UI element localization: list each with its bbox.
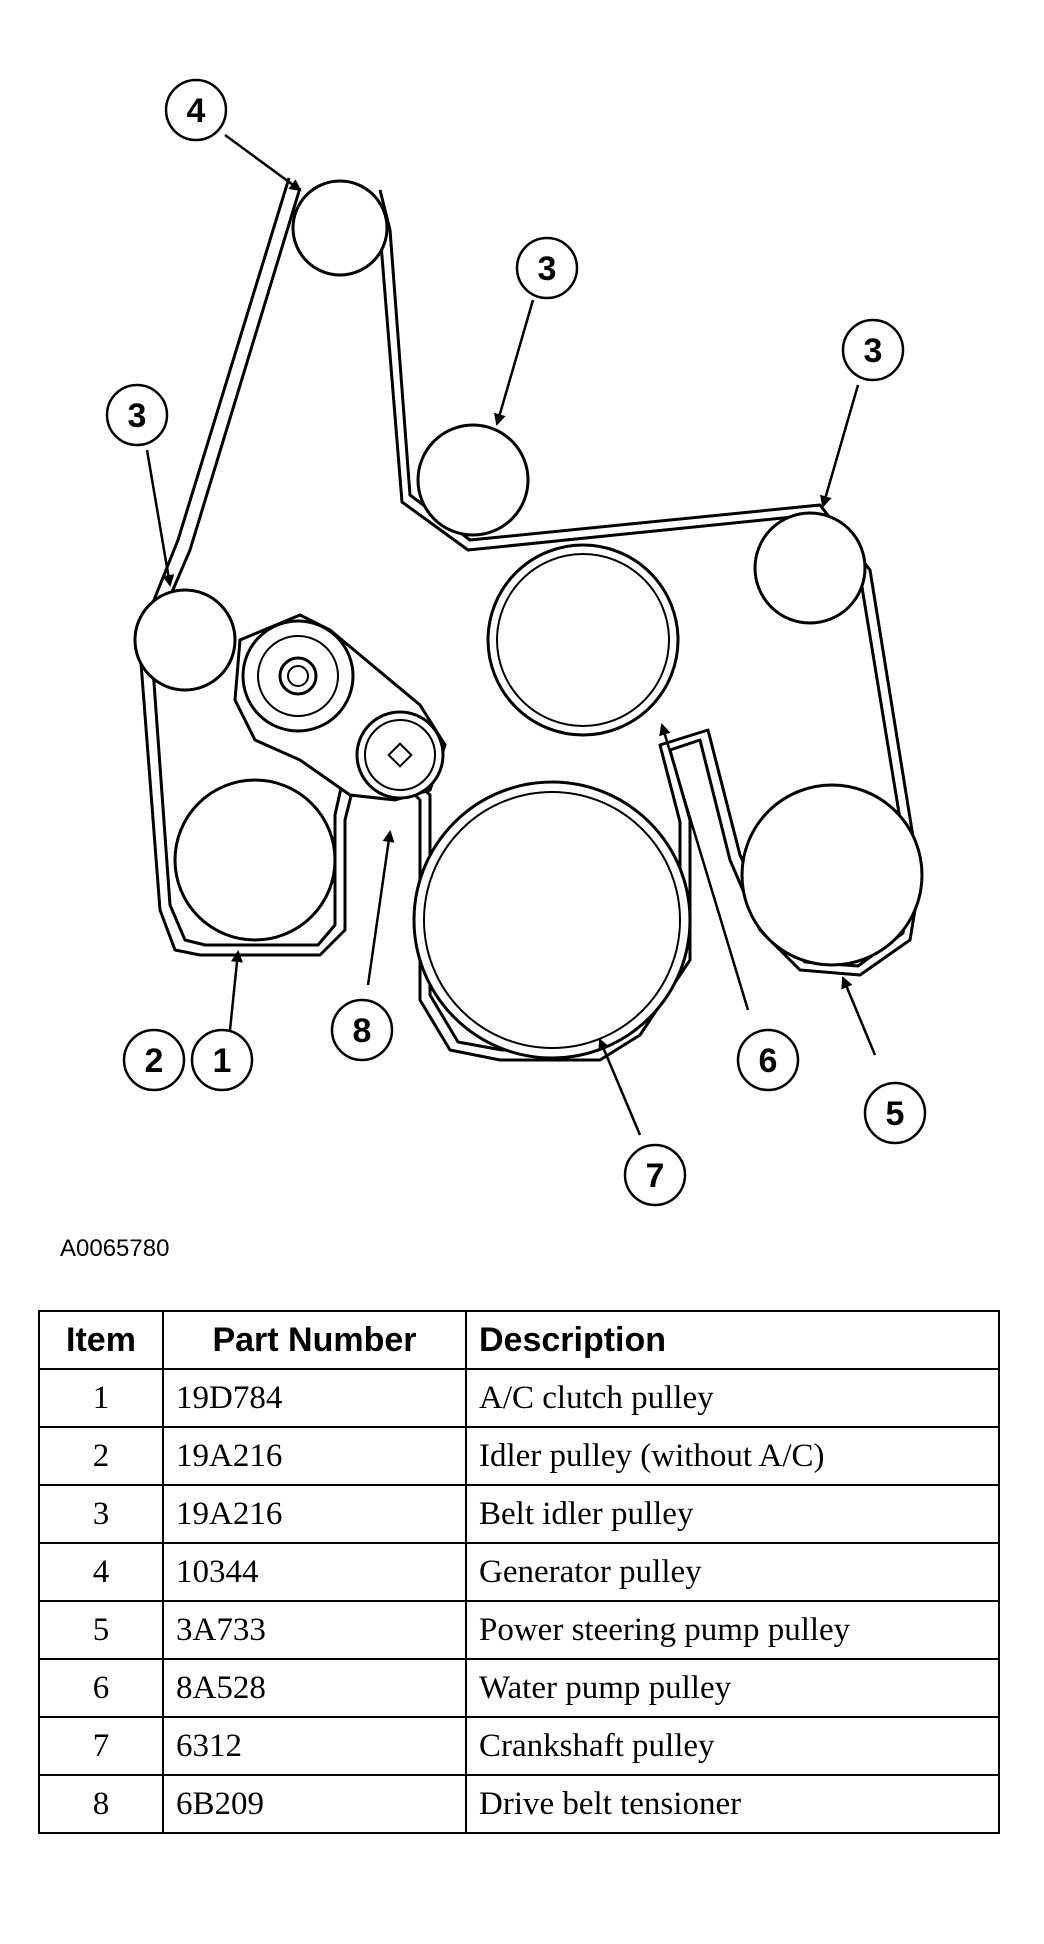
cell-item: 6 <box>38 1658 164 1718</box>
pulley-5-power-steering <box>740 783 924 967</box>
tensioner-8 <box>233 613 447 802</box>
callout-2: 2 <box>122 1028 186 1092</box>
svg-text:2: 2 <box>145 1042 164 1080</box>
svg-text:3: 3 <box>864 332 883 370</box>
cell-part-number: 19D784 <box>162 1368 467 1428</box>
svg-text:3: 3 <box>538 250 557 288</box>
cell-item: 5 <box>38 1600 164 1660</box>
callout-3-right: 3 <box>841 318 905 382</box>
cell-part-number: 8A528 <box>162 1658 467 1718</box>
cell-item: 7 <box>38 1716 164 1776</box>
cell-description: Idler pulley (without A/C) <box>465 1426 1000 1486</box>
cell-item: 3 <box>38 1484 164 1544</box>
table-row: 3 19A216 Belt idler pulley <box>38 1484 1000 1544</box>
pulley-3-idler-right <box>753 511 867 625</box>
cell-item: 4 <box>38 1542 164 1602</box>
cell-part-number: 19A216 <box>162 1426 467 1486</box>
table-header-row: Item Part Number Description <box>38 1310 1000 1370</box>
cell-part-number: 10344 <box>162 1542 467 1602</box>
header-description: Description <box>465 1310 1000 1370</box>
figure-id: A0065780 <box>60 1235 170 1262</box>
callout-6: 6 <box>736 1028 800 1092</box>
cell-description: Power steering pump pulley <box>465 1600 1000 1660</box>
parts-table: Item Part Number Description 1 19D784 A/… <box>38 1310 1000 1834</box>
table-row: 6 8A528 Water pump pulley <box>38 1658 1000 1718</box>
cell-description: Drive belt tensioner <box>465 1774 1000 1834</box>
header-item: Item <box>38 1310 164 1370</box>
table-row: 2 19A216 Idler pulley (without A/C) <box>38 1426 1000 1486</box>
pulley-1-2-ac-idler <box>173 778 337 942</box>
table-row: 1 19D784 A/C clutch pulley <box>38 1368 1000 1428</box>
svg-text:5: 5 <box>886 1095 905 1133</box>
callout-1: 1 <box>190 1028 254 1092</box>
table-row: 8 6B209 Drive belt tensioner <box>38 1774 1000 1834</box>
svg-text:3: 3 <box>128 397 147 435</box>
cell-part-number: 6B209 <box>162 1774 467 1834</box>
pulley-3-idler-top <box>416 423 530 537</box>
callout-3-left: 3 <box>105 383 169 447</box>
leader-arrows <box>145 133 877 1136</box>
svg-text:8: 8 <box>353 1012 372 1050</box>
callout-8: 8 <box>330 998 394 1062</box>
table-row: 7 6312 Crankshaft pulley <box>38 1716 1000 1776</box>
cell-description: Crankshaft pulley <box>465 1716 1000 1776</box>
table-row: 5 3A733 Power steering pump pulley <box>38 1600 1000 1660</box>
svg-text:7: 7 <box>646 1157 665 1195</box>
callout-4: 4 <box>164 78 228 142</box>
pulley-3-idler-left <box>133 588 237 692</box>
header-part-number: Part Number <box>162 1310 467 1370</box>
cell-item: 2 <box>38 1426 164 1486</box>
svg-text:1: 1 <box>213 1042 232 1080</box>
pulley-6-water-pump <box>486 543 680 737</box>
cell-part-number: 6312 <box>162 1716 467 1776</box>
cell-item: 8 <box>38 1774 164 1834</box>
callout-5: 5 <box>863 1081 927 1145</box>
svg-text:6: 6 <box>759 1042 778 1080</box>
cell-description: Water pump pulley <box>465 1658 1000 1718</box>
callout-7: 7 <box>623 1143 687 1207</box>
table-row: 4 10344 Generator pulley <box>38 1542 1000 1602</box>
pulley-7-crankshaft <box>412 780 692 1060</box>
cell-item: 1 <box>38 1368 164 1428</box>
callout-3-top: 3 <box>515 236 579 300</box>
cell-part-number: 3A733 <box>162 1600 467 1660</box>
cell-description: A/C clutch pulley <box>465 1368 1000 1428</box>
pulley-4-generator <box>291 179 389 277</box>
cell-description: Generator pulley <box>465 1542 1000 1602</box>
belt-routing-diagram: 4 3 3 3 2 1 8 7 6 5 <box>105 78 927 1207</box>
cell-part-number: 19A216 <box>162 1484 467 1544</box>
svg-text:4: 4 <box>187 92 206 130</box>
cell-description: Belt idler pulley <box>465 1484 1000 1544</box>
